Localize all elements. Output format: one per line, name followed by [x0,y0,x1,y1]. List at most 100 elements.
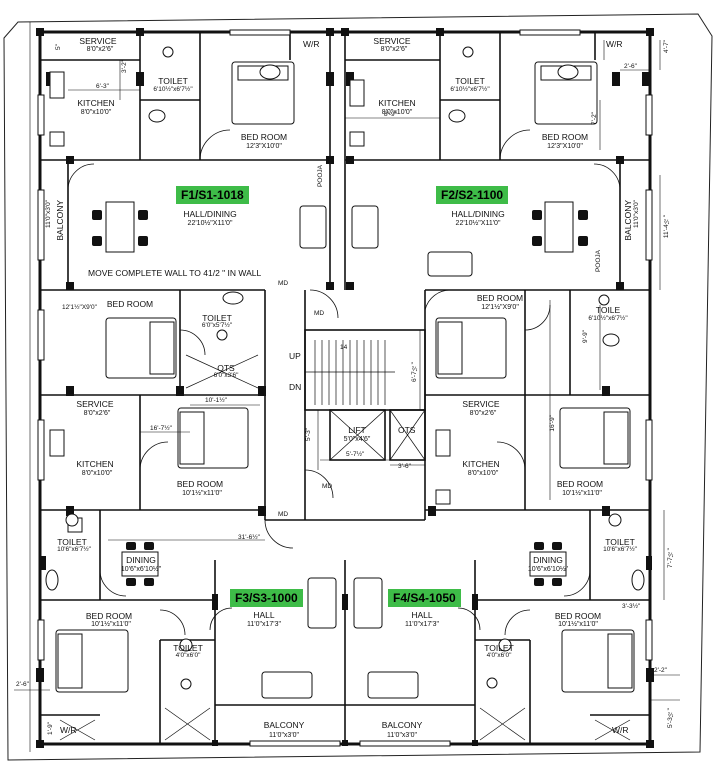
windows [37,29,653,747]
kitchen-b1-dim: 8'0"x10'0" [81,470,113,477]
service-mr-dim: 8'0"x2'6" [469,410,497,417]
dim-3-3: 3'-3½" [622,603,641,610]
dining-r-name: DINING [533,555,563,565]
toilet-m1-name: TOILET [202,313,232,323]
wr-br: W/R [612,725,629,735]
toilet-br-dim: 10'6"x6'7½" [603,546,637,553]
toilet-bb1-name: TOILET [173,643,203,653]
stair-dn: DN [289,382,302,392]
toilet-bl-dim: 10'6"x6'7½" [57,546,91,553]
dim-3-2: 3'-2" [121,60,128,73]
lift-name: LIFT [348,425,366,435]
balcony-b1-name: BALCONY [263,720,305,730]
dim-5-3: 5'-3" [305,428,312,441]
bed-bb1-dim: 10'1½"x11'0" [91,621,131,628]
md-1: MD [278,280,289,287]
service-ml-name: SERVICE [76,399,114,409]
dim-6-7: 6'-7½" [411,362,418,382]
toilet-t2-name: TOILET [455,76,485,86]
dim-31-6: 31'-6½" [238,534,260,541]
bed-b2-dim: 10'1½"x11'0" [562,490,602,497]
bed-m2-name: BED ROOM [476,293,524,303]
pooja-l: POOJA [317,165,324,188]
dim-5-3b: 5'-3½" [667,708,674,728]
bed-t2-name: BED ROOM [541,132,589,142]
service-ml-dim: 8'0"x2'6" [83,410,111,417]
interior-walls [40,32,650,744]
service-tl-name: SERVICE [79,36,117,46]
dimension-lines [14,22,680,752]
balcony-l-name: BALCONY [55,200,65,241]
toilet-br-name: TOILET [605,537,635,547]
bed-bb2-name: BED ROOM [554,611,602,621]
toilet-m2-name: TOILE [595,305,621,315]
dining-l-dim: 10'6"x6'10½" [120,566,162,573]
stairs [305,340,395,405]
door-swings [67,129,621,636]
ots-l-name: OTS [217,363,235,373]
kitchen-t2-name: KITCHEN [378,98,416,108]
toilet-bb2-dim: 4'0"x6'0" [486,652,512,659]
unit-label-f2: F2/S2-1100 [436,186,509,204]
kitchen-t1-dim: 8'0"x10'0" [80,109,112,116]
dim-7-2: 7'-2" [591,112,598,125]
dining-tables [105,201,574,577]
dining-r-dim: 10'6"x6'10½" [527,566,569,573]
wr-bl: W/R [60,725,77,735]
site-boundary [3,13,713,761]
dim-11-4: 11'-4½" [663,215,670,239]
service-tr-dim: 8'0"x2'6" [380,46,408,53]
bed-b1-dim: 10'1½"x11'0" [182,490,222,497]
dim-10-1: 10'-1½" [205,397,227,404]
kitchen-b2-dim: 8'0"x10'0" [467,470,499,477]
dim-6-3: 6'-3" [96,83,109,90]
toilet-t1-dim: 6'10½"x6'7½" [153,86,193,93]
stair-up: UP [289,351,301,361]
stair-steps: 14 [340,344,348,351]
service-tr-name: SERVICE [373,36,411,46]
dim-16-9: 16'-9" [549,415,556,432]
fixtures [45,46,645,690]
dim-4-7: 4'-7" [663,40,670,53]
hall-t1-name: HALL/DINING [183,209,237,219]
balcony-b2-dim: 11'0"x3'0" [386,732,418,739]
dim-1-9: 1'-9" [47,722,54,735]
bed-t1-dim: 12'3"X10'0" [246,143,282,150]
hall-b1-dim: 11'0"x17'3" [247,621,281,628]
dim-3-6: 3'-6" [398,463,411,470]
balcony-l-dim: 11'0"x3'0" [45,200,52,228]
toilet-bl-name: TOILET [57,537,87,547]
bed-m2-dim: 12'1½"X9'0" [481,304,519,311]
hall-t1-dim: 22'10½"X11'0" [187,220,233,227]
toilet-bb1-dim: 4'0"x6'0" [175,652,201,659]
bed-t2-dim: 12'3"X10'0" [547,143,583,150]
kitchen-b1-name: KITCHEN [76,459,114,469]
hall-b2-name: HALL [411,610,433,620]
bed-bb1-name: BED ROOM [85,611,133,621]
bed-b1-name: BED ROOM [176,479,224,489]
dim-9-9: 9'-9" [582,330,589,343]
lift-dim: 5'0"x4'6" [343,436,371,443]
dim-8-9: 8'-9" [384,111,397,118]
dim-7-7: 7'-7½" [667,548,674,568]
ots-c-name: OTS [398,425,416,435]
unit-label-f3: F3/S3-1000 [230,589,303,607]
dim-16-7: 16'-7½" [150,425,172,432]
ots-l-dim: 6'0"x3'6" [213,372,239,379]
kitchen-b2-name: KITCHEN [462,459,500,469]
kitchen-t2-dim: 8'0"x10'0" [381,109,413,116]
balcony-r-name: BALCONY [623,200,633,241]
bed-bb2-dim: 10'1½"x11'0" [558,621,598,628]
hall-b2-dim: 11'0"x17'3" [405,621,439,628]
hall-t2-name: HALL/DINING [451,209,505,219]
dim-5: 5" [55,44,62,50]
toilet-t1-name: TOILET [158,76,188,86]
dim-2-6: 2'-6" [624,63,637,70]
dim-5-7: 5'-7½" [346,451,365,458]
hall-t2-dim: 22'10½"X11'0" [455,220,501,227]
dining-chairs [92,210,588,586]
toilet-t2-dim: 6'10½"x6'7½" [450,86,490,93]
hall-b1-name: HALL [253,610,275,620]
